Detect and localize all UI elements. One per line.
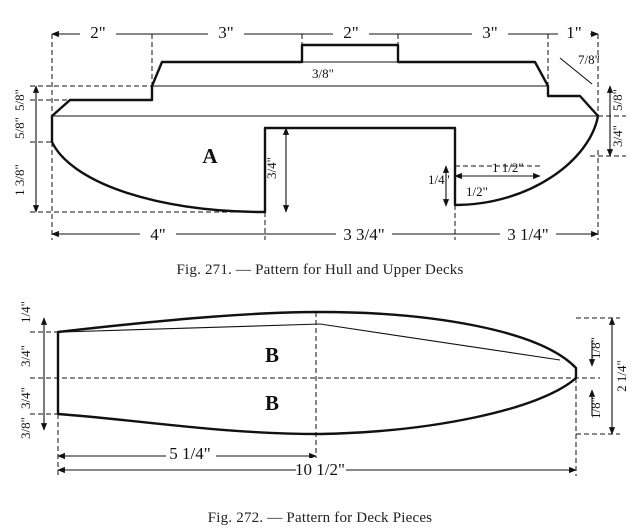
dim-right-5-8: 5/8" xyxy=(610,89,625,111)
dim-top-4: 3" xyxy=(482,23,497,42)
hull-outline xyxy=(50,43,600,214)
dim-left-2: 5/8" xyxy=(12,117,27,139)
dim-deck-left-4: 3/8" xyxy=(18,417,33,439)
dim-deck-right-3: 1/8" xyxy=(588,397,603,419)
dim-bottom-2: 3 3/4" xyxy=(343,225,384,244)
piece-label-b-top: B xyxy=(265,343,279,367)
dim-notch-1-4: 1/4" xyxy=(428,172,450,187)
dim-top-2: 3" xyxy=(218,23,233,42)
dim-left-3: 1 3/8" xyxy=(12,164,27,196)
dim-top-1: 2" xyxy=(90,23,105,42)
dim-top-5: 1" xyxy=(566,23,581,42)
piece-label-a: A xyxy=(202,144,218,168)
dim-center-3-8: 3/8" xyxy=(312,66,334,81)
dim-well-3-4: 3/4" xyxy=(264,157,279,179)
figure-272: 1/4" 3/4" 3/4" 3/8" 2 1/4" 1/8" 1/8" 5 1… xyxy=(18,301,629,526)
piece-label-b-bottom: B xyxy=(265,391,279,415)
dim-deck-left-3: 3/4" xyxy=(18,387,33,409)
dim-notch-1-2: 1/2" xyxy=(466,184,488,199)
dim-right-7-8: 7/8" xyxy=(578,52,600,67)
dim-deck-left-2: 3/4" xyxy=(18,345,33,367)
dim-deck-left-1: 1/4" xyxy=(18,301,33,323)
caption-fig-271: Fig. 271. — Pattern for Hull and Upper D… xyxy=(176,262,463,278)
dim-deck-right-2: 2 1/4" xyxy=(614,360,629,392)
deck-piece-outline xyxy=(56,310,578,436)
dim-deck-bottom-2: 10 1/2" xyxy=(295,460,345,479)
dim-deck-right-1: 1/8" xyxy=(588,337,603,359)
dim-notch-1-1-2: 1 1/2" xyxy=(492,160,524,175)
dim-bottom-3: 3 1/4" xyxy=(507,225,548,244)
caption-fig-272: Fig. 272. — Pattern for Deck Pieces xyxy=(208,510,432,526)
dim-bottom-1: 4" xyxy=(150,225,165,244)
dim-left-1: 5/8" xyxy=(12,89,27,111)
dim-right-3-4: 3/4" xyxy=(610,125,625,147)
figure-271: 2" 3" 2" 3" 1" 5/8" 5/8" 1 3/8" 3/8" 3/4… xyxy=(12,22,626,278)
dim-deck-bottom-1: 5 1/4" xyxy=(169,444,210,463)
dim-top-3: 2" xyxy=(343,23,358,42)
